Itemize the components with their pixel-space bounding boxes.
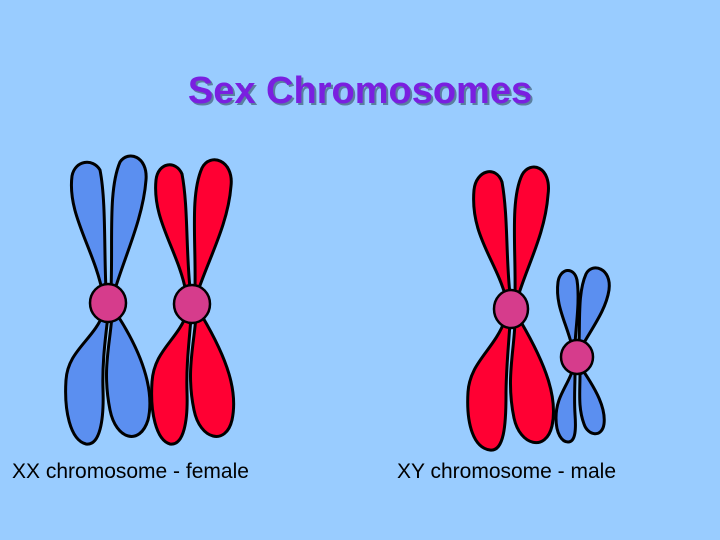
red-x-upper-left-arm: [154, 163, 192, 294]
blue-x-upper-left-arm: [69, 160, 108, 297]
male-x-upper-right-arm: [512, 165, 550, 302]
y-lower-left-arm: [554, 370, 577, 444]
male-x-centromere: [492, 288, 530, 330]
red-x-lower-left-arm: [150, 311, 193, 446]
y-lower-right-arm: [578, 370, 606, 436]
blue-x-lower-right-arm: [105, 313, 152, 438]
blue-x-lower-left-arm: [64, 310, 110, 446]
blue-x-upper-right-arm: [109, 154, 148, 298]
red-x-lower-right-arm: [189, 314, 236, 438]
male-x-upper-left-arm: [472, 170, 512, 300]
y-upper-left-arm: [555, 269, 580, 348]
red-x-chromosome: [150, 158, 236, 446]
male-x-lower-left-arm: [466, 318, 512, 452]
y-centromere: [559, 338, 595, 376]
blue-x-chromosome: [64, 154, 152, 446]
male-x-lower-right-arm: [508, 320, 556, 444]
blue-x-centromere: [88, 282, 128, 324]
female-caption: XX chromosome - female: [12, 460, 249, 483]
red-x-upper-right-arm: [192, 158, 233, 296]
male-red-x-chromosome: [466, 165, 556, 452]
male-caption: XY chromosome - male: [397, 460, 617, 483]
y-upper-right-arm: [577, 266, 611, 350]
slide-title: Sex Chromosomes: [187, 70, 533, 112]
blue-y-chromosome: [554, 266, 611, 444]
red-x-centromere: [172, 283, 212, 325]
